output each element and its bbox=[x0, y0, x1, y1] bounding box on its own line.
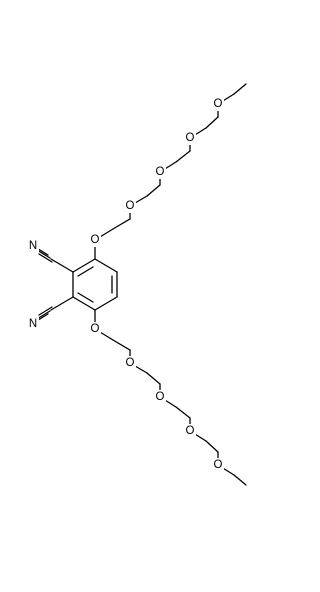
nitrogen-atom-label: N bbox=[29, 240, 37, 252]
nitrile-triple-bond bbox=[36, 249, 51, 259]
molecule-diagram: O O O O O O O O O O N N bbox=[27, 83, 247, 486]
label-knockout bbox=[27, 317, 39, 331]
structure-canvas: O O O O O O O O O O N N bbox=[27, 83, 247, 486]
label-knockout bbox=[27, 239, 39, 253]
ring-double-bond bbox=[77, 292, 94, 303]
lower-chain-bond bbox=[175, 406, 191, 419]
nitrile-triple-bond bbox=[38, 253, 53, 263]
lower-chain-bond bbox=[146, 372, 161, 385]
nitrogen-atom-label: N bbox=[29, 318, 37, 330]
bond-layer bbox=[34, 83, 247, 486]
nitrile-triple-bond bbox=[38, 306, 53, 316]
label-knockout bbox=[89, 233, 101, 247]
lower-chain-bond bbox=[233, 474, 247, 486]
oxygen-atom-label: O bbox=[214, 98, 223, 110]
oxygen-atom-label: O bbox=[156, 166, 165, 178]
ring-bond bbox=[72, 296, 96, 311]
oxygen-atom-label: O bbox=[91, 323, 100, 335]
label-knockout bbox=[154, 165, 166, 179]
ring-bond bbox=[72, 258, 96, 273]
label-knockout bbox=[124, 199, 136, 213]
label-knockout bbox=[89, 322, 101, 336]
upper-chain-bond bbox=[112, 218, 131, 230]
lower-chain-bond bbox=[112, 339, 131, 351]
upper-chain-bond bbox=[146, 184, 161, 197]
label-knockout bbox=[212, 458, 224, 472]
oxygen-atom-label: O bbox=[156, 391, 165, 403]
ring-bond bbox=[94, 296, 118, 311]
nitrile-triple-bond bbox=[36, 310, 51, 320]
label-knockout bbox=[154, 390, 166, 404]
label-knockout bbox=[124, 356, 136, 370]
label-knockout bbox=[184, 131, 196, 145]
oxygen-atom-label: O bbox=[186, 132, 195, 144]
label-knockout bbox=[184, 424, 196, 438]
nitrile-bond bbox=[50, 296, 74, 311]
ring-double-bond bbox=[77, 266, 94, 277]
nitrile-bond bbox=[50, 258, 74, 273]
oxygen-atom-label: O bbox=[126, 357, 135, 369]
oxygen-atom-label: O bbox=[91, 234, 100, 246]
oxygen-atom-label: O bbox=[186, 425, 195, 437]
oxygen-atom-label: O bbox=[126, 200, 135, 212]
upper-chain-bond bbox=[205, 116, 219, 129]
upper-chain-bond bbox=[175, 150, 191, 163]
upper-chain-bond bbox=[233, 83, 247, 95]
atom-label-layer: O O O O O O O O O O N N bbox=[27, 97, 224, 472]
label-knockout bbox=[212, 97, 224, 111]
lower-chain-bond bbox=[205, 440, 219, 453]
oxygen-atom-label: O bbox=[214, 459, 223, 471]
ring-bond bbox=[94, 258, 118, 273]
